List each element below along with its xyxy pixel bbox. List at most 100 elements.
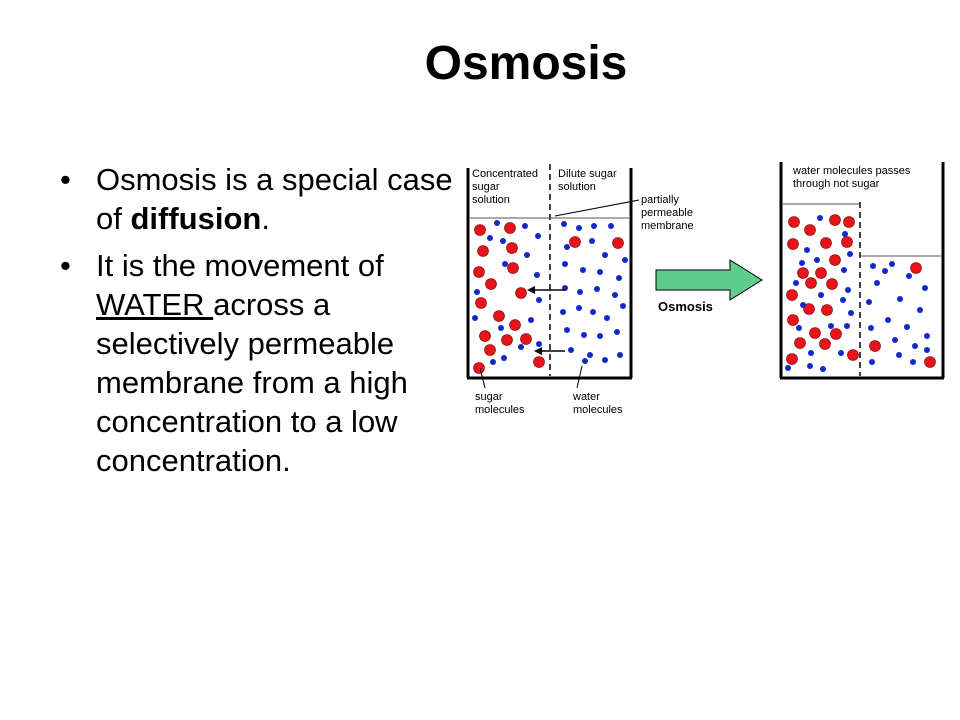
- right-beaker: water molecules passes through not sugar: [779, 162, 945, 380]
- bullet-list: •Osmosis is a special case of diffusion.…: [58, 160, 453, 488]
- right-water-molecules: [785, 215, 930, 372]
- water-molecule: [587, 352, 593, 358]
- water-molecule: [490, 359, 496, 365]
- water-molecule: [808, 350, 814, 356]
- water-molecule: [616, 275, 622, 281]
- sugar-molecule: [805, 277, 817, 289]
- sugar-molecule: [788, 216, 800, 228]
- sugar-molecule: [847, 349, 859, 361]
- water-molecule: [617, 352, 623, 358]
- water-molecule: [796, 325, 802, 331]
- water-molecule: [591, 223, 597, 229]
- water-flow-arrows: [527, 286, 565, 355]
- water-molecule: [841, 267, 847, 273]
- water-molecule: [866, 299, 872, 305]
- water-molecule: [498, 325, 504, 331]
- sugar-molecule: [829, 254, 841, 266]
- sugar-molecule: [819, 338, 831, 350]
- water-molecule: [594, 286, 600, 292]
- water-molecule: [582, 358, 588, 364]
- sugar-label: sugar molecules: [475, 391, 525, 416]
- water-molecule: [845, 287, 851, 293]
- sugar-molecule: [507, 262, 519, 274]
- water-molecule: [917, 307, 923, 313]
- water-molecule: [576, 305, 582, 311]
- sugar-molecule: [504, 222, 516, 234]
- water-molecule: [868, 325, 874, 331]
- concentrated-label: Concentrated sugar solution: [472, 168, 541, 206]
- water-pointer-line: [576, 365, 583, 389]
- water-molecule: [472, 315, 478, 321]
- water-molecule: [528, 317, 534, 323]
- water-molecule: [924, 347, 930, 353]
- water-molecule: [896, 352, 902, 358]
- sugar-molecule: [493, 310, 505, 322]
- water-molecule: [847, 251, 853, 257]
- water-molecule: [828, 323, 834, 329]
- water-molecule: [590, 309, 596, 315]
- water-molecule: [620, 303, 626, 309]
- water-molecule: [564, 327, 570, 333]
- membrane-pointer-line: [554, 199, 640, 217]
- osmosis-arrow: Osmosis: [655, 259, 763, 314]
- sugar-molecule: [479, 330, 491, 342]
- water-molecule: [912, 343, 918, 349]
- water-molecule: [597, 269, 603, 275]
- sugar-molecule: [612, 237, 624, 249]
- sugar-molecule: [797, 267, 809, 279]
- sugar-molecule: [484, 344, 496, 356]
- sugar-molecule: [794, 337, 806, 349]
- sugar-molecule: [787, 238, 799, 250]
- water-molecule: [501, 355, 507, 361]
- water-molecule: [536, 297, 542, 303]
- sugar-molecule: [841, 236, 853, 248]
- sugar-molecule: [473, 362, 485, 374]
- water-molecule: [522, 223, 528, 229]
- left-water-molecules: [472, 220, 628, 365]
- water-molecule: [564, 244, 570, 250]
- osmosis-diagram: Concentrated sugar solution Dilute sugar…: [466, 162, 945, 416]
- water-molecule: [922, 285, 928, 291]
- water-molecule: [608, 223, 614, 229]
- water-molecule: [807, 363, 813, 369]
- bullet-1-text: Osmosis is a special case of: [96, 162, 453, 236]
- water-molecule: [838, 350, 844, 356]
- membrane-label: partially permeable membrane: [641, 194, 696, 232]
- water-molecule: [534, 272, 540, 278]
- water-molecule: [524, 252, 530, 258]
- bullet-1-tail: .: [261, 201, 270, 236]
- sugar-molecule: [869, 340, 881, 352]
- water-molecule: [562, 261, 568, 267]
- sugar-molecule: [786, 289, 798, 301]
- sugar-molecule: [843, 216, 855, 228]
- water-molecule: [924, 333, 930, 339]
- sugar-molecule: [815, 267, 827, 279]
- osmosis-arrow-label: Osmosis: [658, 299, 713, 314]
- water-molecule: [612, 292, 618, 298]
- sugar-molecule: [501, 334, 513, 346]
- water-molecule: [897, 296, 903, 302]
- water-molecule: [614, 329, 620, 335]
- water-molecule: [844, 323, 850, 329]
- water-molecule: [494, 220, 500, 226]
- sugar-molecule: [477, 245, 489, 257]
- water-molecule: [848, 310, 854, 316]
- sugar-molecule: [787, 314, 799, 326]
- water-molecule: [474, 289, 480, 295]
- water-molecule: [870, 263, 876, 269]
- sugar-molecule: [924, 356, 936, 368]
- water-molecule: [869, 359, 875, 365]
- left-sugar-molecules: [473, 222, 624, 374]
- left-beaker: Concentrated sugar solution Dilute sugar…: [466, 164, 696, 416]
- water-molecule: [568, 347, 574, 353]
- water-molecule: [622, 257, 628, 263]
- bullet-2-tail: across a selectively permeable membrane …: [96, 287, 408, 478]
- sugar-molecule: [821, 304, 833, 316]
- water-molecule: [910, 359, 916, 365]
- sugar-molecule: [826, 278, 838, 290]
- sugar-molecule: [520, 333, 532, 345]
- water-molecule: [602, 357, 608, 363]
- water-molecule: [906, 273, 912, 279]
- water-molecule: [889, 261, 895, 267]
- sugar-molecule: [506, 242, 518, 254]
